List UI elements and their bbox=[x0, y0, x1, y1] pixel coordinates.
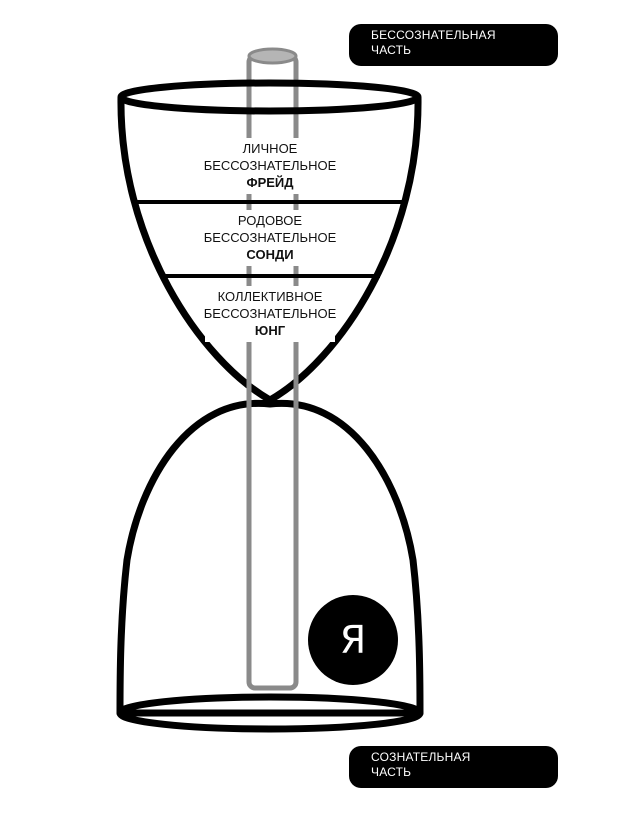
layer-2-backdrop bbox=[205, 210, 335, 266]
layer-2-line-2: БЕССОЗНАТЕЛЬНОЕ bbox=[203, 230, 337, 245]
layer-1-line-1: ЛИЧНОЕ bbox=[242, 141, 298, 156]
conscious-part-line-1: СОЗНАТЕЛЬНАЯ bbox=[371, 750, 471, 764]
conscious-part-label: СОЗНАТЕЛЬНАЯ ЧАСТЬ bbox=[349, 746, 558, 788]
unconscious-part-line-2: ЧАСТЬ bbox=[371, 43, 412, 57]
layer-2-author: СОНДИ bbox=[246, 247, 294, 262]
familial-unconscious-layer: РОДОВОЕ БЕССОЗНАТЕЛЬНОЕ СОНДИ bbox=[150, 212, 390, 263]
conscious-part-line-2: ЧАСТЬ bbox=[371, 765, 412, 779]
unconscious-part-label: БЕССОЗНАТЕЛЬНАЯ ЧАСТЬ bbox=[349, 24, 558, 66]
tube-top-cap bbox=[247, 47, 298, 65]
layer-1-author: ФРЕЙД bbox=[246, 175, 294, 190]
upper-rim bbox=[117, 79, 422, 115]
personal-unconscious-layer: ЛИЧНОЕ БЕССОЗНАТЕЛЬНОЕ ФРЕЙД bbox=[150, 140, 390, 191]
layer-1-backdrop bbox=[205, 138, 335, 194]
lower-rim bbox=[116, 693, 424, 733]
layer-1-line-2: БЕССОЗНАТЕЛЬНОЕ bbox=[203, 158, 337, 173]
ego-circle bbox=[308, 595, 398, 685]
unconscious-part-line-1: БЕССОЗНАТЕЛЬНАЯ bbox=[371, 28, 496, 42]
layer-3-backdrop bbox=[205, 286, 335, 342]
layer-3-line-1: КОЛЛЕКТИВНОЕ bbox=[217, 289, 323, 304]
layer-3-author: ЮНГ bbox=[254, 323, 286, 338]
ego-label: Я bbox=[339, 618, 367, 662]
layer-3-line-2: БЕССОЗНАТЕЛЬНОЕ bbox=[203, 306, 337, 321]
collective-unconscious-layer: КОЛЛЕКТИВНОЕ БЕССОЗНАТЕЛЬНОЕ ЮНГ bbox=[150, 288, 390, 339]
layer-2-line-1: РОДОВОЕ bbox=[237, 213, 303, 228]
